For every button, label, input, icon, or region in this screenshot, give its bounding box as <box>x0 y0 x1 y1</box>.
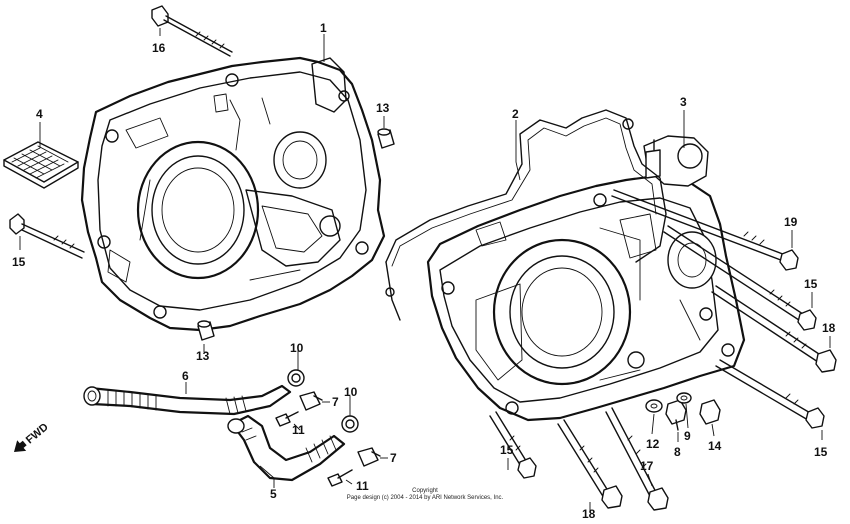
callout-8: 8 <box>674 445 681 459</box>
clip-7-upper[interactable] <box>299 391 323 411</box>
callout-13-upper: 13 <box>376 101 390 115</box>
oil-strainer-screen[interactable] <box>3 141 79 189</box>
callout-15-right-lower: 15 <box>814 445 828 459</box>
bolt-16[interactable] <box>151 5 233 57</box>
callout-16: 16 <box>152 41 166 55</box>
callout-7-lower: 7 <box>390 451 397 465</box>
callout-17: 17 <box>640 459 654 473</box>
bolt-15-left[interactable] <box>9 213 85 259</box>
bolt-14[interactable] <box>699 399 721 425</box>
left-crankcase[interactable] <box>80 56 386 332</box>
callout-2: 2 <box>512 107 519 121</box>
fwd-arrow-icon <box>14 440 27 452</box>
callout-14: 14 <box>708 439 722 453</box>
copyright-footer: Copyright Page design (c) 2004 - 2014 by… <box>300 488 550 502</box>
callout-12: 12 <box>646 437 660 451</box>
callout-labels: 1 2 3 4 5 6 7 7 8 9 10 10 11 11 12 13 13… <box>12 21 836 521</box>
bolt-15-bottom[interactable] <box>489 411 537 479</box>
callout-1: 1 <box>320 21 327 35</box>
fwd-label: FWD <box>24 421 51 446</box>
callout-19: 19 <box>784 215 798 229</box>
clamp-10-lower[interactable] <box>341 415 359 433</box>
callout-13-lower: 13 <box>196 349 210 363</box>
callout-18-bottom: 18 <box>582 507 596 521</box>
callout-4: 4 <box>36 107 43 121</box>
callout-15-bottom: 15 <box>500 443 514 457</box>
callout-9: 9 <box>684 429 691 443</box>
crankcase-gasket[interactable] <box>385 109 667 321</box>
bolt-18-bottom[interactable] <box>557 419 623 509</box>
screw-11-upper[interactable] <box>275 411 299 427</box>
fwd-indicator: FWD <box>14 421 51 452</box>
drain-plug-8[interactable] <box>665 399 687 431</box>
clip-7-lower[interactable] <box>357 447 381 467</box>
callout-10-upper: 10 <box>290 341 304 355</box>
callout-5: 5 <box>270 487 277 501</box>
leader-lines <box>19 28 831 512</box>
breather-tube-6[interactable] <box>83 384 292 416</box>
screw-11-lower[interactable] <box>327 469 353 487</box>
callout-15-right-upper: 15 <box>804 277 818 291</box>
breather-tube-5[interactable] <box>227 414 346 482</box>
callout-15-left: 15 <box>12 255 26 269</box>
callout-7-upper: 7 <box>332 395 339 409</box>
washer-9[interactable] <box>676 392 692 404</box>
callout-3: 3 <box>680 95 687 109</box>
dowel-pin-upper[interactable] <box>377 128 395 149</box>
bolt-15-right-lower[interactable] <box>715 359 825 429</box>
callout-11-lower: 11 <box>356 479 369 493</box>
right-crankcase[interactable] <box>426 135 746 422</box>
copyright-line: Copyright <box>412 488 438 494</box>
bolt-19[interactable] <box>611 189 799 271</box>
callout-6: 6 <box>182 369 189 383</box>
bolt-18-right[interactable] <box>711 285 837 373</box>
dowel-pin-lower[interactable] <box>197 320 215 341</box>
callout-18-right: 18 <box>822 321 836 335</box>
washer-12[interactable] <box>645 399 663 413</box>
page-design-line: Page design (c) 2004 - 2014 by ARI Netwo… <box>346 495 504 501</box>
callout-10-lower: 10 <box>344 385 358 399</box>
clamp-10-upper[interactable] <box>287 369 305 387</box>
callout-11-upper: 11 <box>292 423 305 437</box>
bolt-15-right-upper[interactable] <box>663 225 817 331</box>
